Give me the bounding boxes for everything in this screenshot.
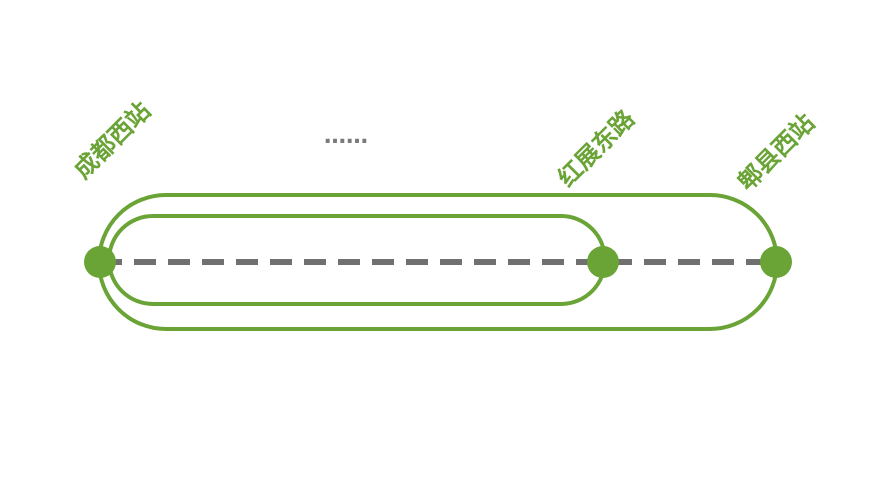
station-label-chengdu-west: 成都西站 [68,97,156,185]
ellipsis-text: …… [324,124,368,149]
station-dot-pixian-west [760,246,792,278]
station-label-pixian-west: 郫县西站 [732,109,820,197]
station-dot-hongzhan-east-road [587,246,619,278]
station-dot-chengdu-west [84,246,116,278]
inner-loop-line [107,214,607,306]
outer-loop-line [97,193,779,331]
station-label-hongzhan-east-road: 红展东路 [552,104,640,192]
